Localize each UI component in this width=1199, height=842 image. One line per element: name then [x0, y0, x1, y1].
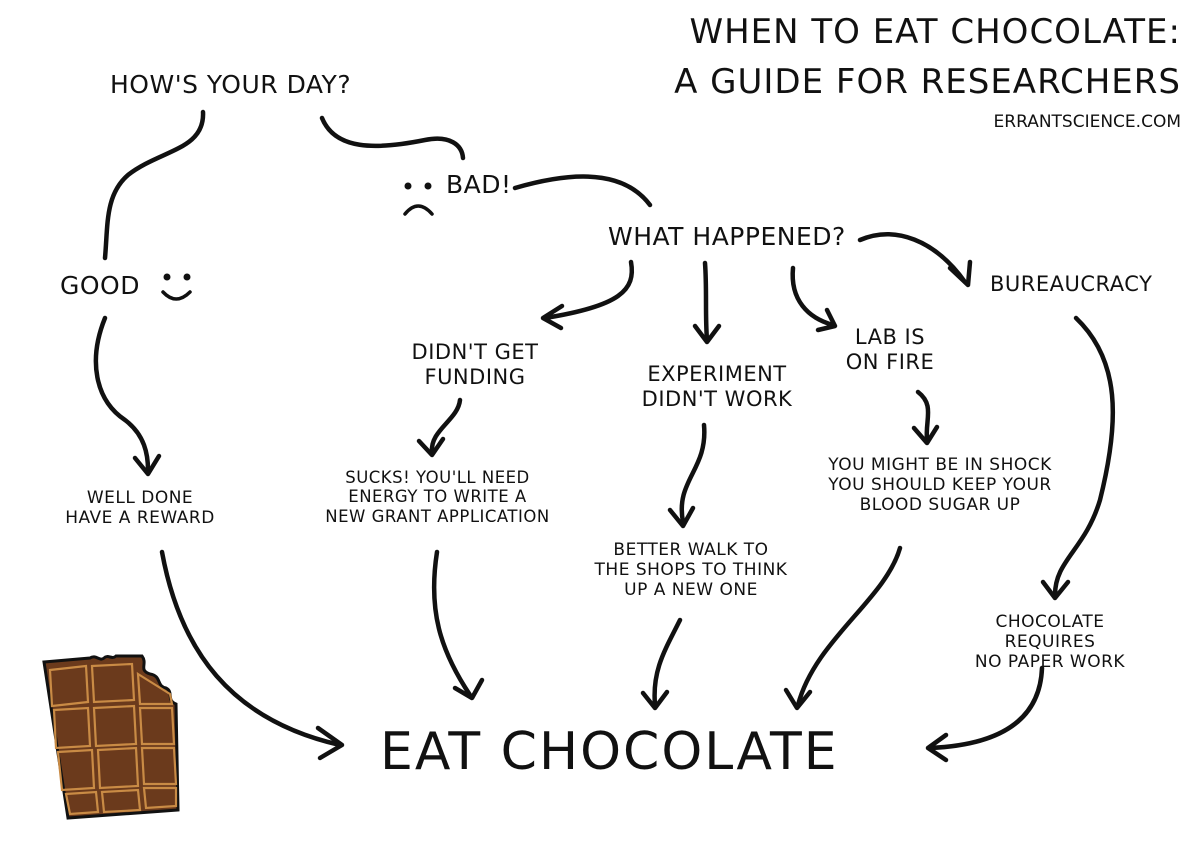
node-what-happened: What happened? — [608, 222, 846, 251]
arrow-what-to-funding — [542, 259, 635, 321]
title-line-2: A guide for researchers — [674, 62, 1181, 102]
arrowhead-funding — [540, 303, 565, 331]
arrow-bad-to-what — [512, 174, 653, 208]
node-well-done: Well done have a reward — [65, 488, 215, 529]
arrow-welldone-to-eat — [159, 549, 343, 748]
title-line-1: When to eat chocolate: — [689, 12, 1181, 52]
credit-text: ErrantScience.com — [993, 112, 1181, 132]
arrow-what-to-fire — [790, 265, 836, 328]
node-grant-advice: Sucks! You'll need energy to write a new… — [325, 468, 550, 526]
arrowhead-funding-advice — [416, 436, 446, 458]
arrow-what-to-bureaucracy — [857, 232, 968, 285]
arrow-funding-to-advice — [429, 397, 463, 455]
arrow-shops-to-eat — [652, 617, 683, 708]
arrowhead-fire — [815, 307, 838, 333]
arrowhead-eat-right — [925, 732, 949, 763]
arrowhead-bureaucracy-advice — [1040, 579, 1071, 601]
arrow-start-to-good — [102, 109, 206, 261]
smiley-face-icon — [161, 273, 192, 301]
arrow-bureaucracy-to-advice — [1052, 315, 1116, 598]
node-blood-sugar-advice: You might be in shock you should keep yo… — [828, 455, 1052, 516]
arrow-paperwork-to-eat — [927, 665, 1045, 751]
arrow-grant-to-eat — [431, 549, 473, 698]
arrowhead-welldone — [132, 453, 162, 477]
node-lab-on-fire: Lab is on fire — [845, 325, 935, 374]
node-experiment-didnt-work: Experiment didn't work — [641, 362, 793, 411]
node-no-paperwork: Chocolate requires no paper work — [974, 612, 1126, 673]
node-didnt-get-funding: Didn't get funding — [411, 340, 539, 389]
sad-face-icon — [403, 182, 434, 216]
arrowhead-eat-blood — [783, 687, 813, 711]
arrow-experiment-to-advice — [679, 422, 707, 525]
node-bureaucracy: Bureaucracy — [990, 272, 1153, 296]
arrow-start-to-bad — [319, 115, 466, 161]
node-good: Good — [60, 271, 140, 300]
arrow-what-to-experiment — [702, 260, 710, 343]
arrow-fire-to-advice — [915, 389, 931, 443]
arrowhead-experiment-advice — [667, 505, 696, 529]
node-hows-your-day: How's your day? — [110, 70, 352, 99]
chocolate-bar-icon — [42, 654, 180, 820]
arrowhead-eat-left — [315, 725, 345, 761]
arrow-blood-to-eat — [795, 545, 903, 708]
node-bad: Bad! — [446, 170, 512, 199]
node-shops-advice: Better walk to the shops to think up a n… — [594, 540, 788, 601]
arrowhead-bureaucracy — [947, 259, 973, 288]
arrowhead-eat-grant — [452, 677, 485, 701]
arrowhead-experiment — [692, 323, 722, 345]
arrowhead-eat-shops — [640, 689, 670, 711]
node-eat-chocolate: Eat chocolate — [380, 722, 839, 782]
arrow-good-to-welldone — [93, 315, 151, 473]
arrowhead-fire-advice — [911, 424, 940, 446]
